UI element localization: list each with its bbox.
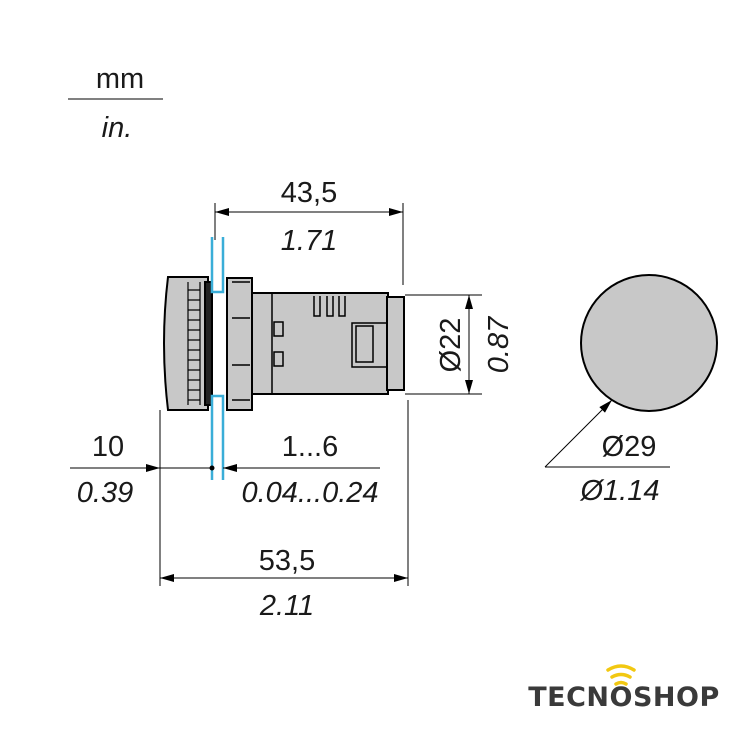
panel	[210, 237, 225, 480]
unit-mm: mm	[96, 63, 144, 95]
body-diameter-mm: Ø22	[435, 318, 467, 373]
device-side-view	[163, 276, 405, 411]
logo-text: TECNOSHOP	[528, 682, 720, 713]
knob	[163, 276, 209, 411]
head-front-view	[580, 274, 718, 412]
mounting-nut	[226, 277, 253, 411]
head-diameter-mm: Ø29	[602, 431, 657, 463]
knob-knurling	[187, 282, 201, 405]
head-depth-in: 0.39	[77, 477, 133, 509]
wifi-icon	[606, 664, 636, 686]
panel-thickness-in: 0.04...0.24	[241, 477, 378, 509]
tecnoshop-logo: TECNOSHOP	[528, 664, 720, 713]
panel-dot	[209, 465, 215, 471]
unit-in: in.	[102, 112, 133, 144]
dimension-lines	[70, 203, 670, 586]
head-diameter-in: Ø1.14	[580, 475, 660, 507]
body-length-mm: 43,5	[281, 177, 337, 209]
back-cap	[386, 296, 405, 391]
head-depth-mm: 10	[92, 431, 124, 463]
overall-length-mm: 53,5	[259, 545, 315, 577]
body-diameter-in: 0.87	[483, 315, 515, 373]
overall-length-in: 2.11	[259, 590, 314, 622]
panel-thickness-mm: 1...6	[282, 431, 338, 463]
bezel-ring	[204, 281, 213, 406]
body-length-in: 1.71	[281, 225, 337, 257]
